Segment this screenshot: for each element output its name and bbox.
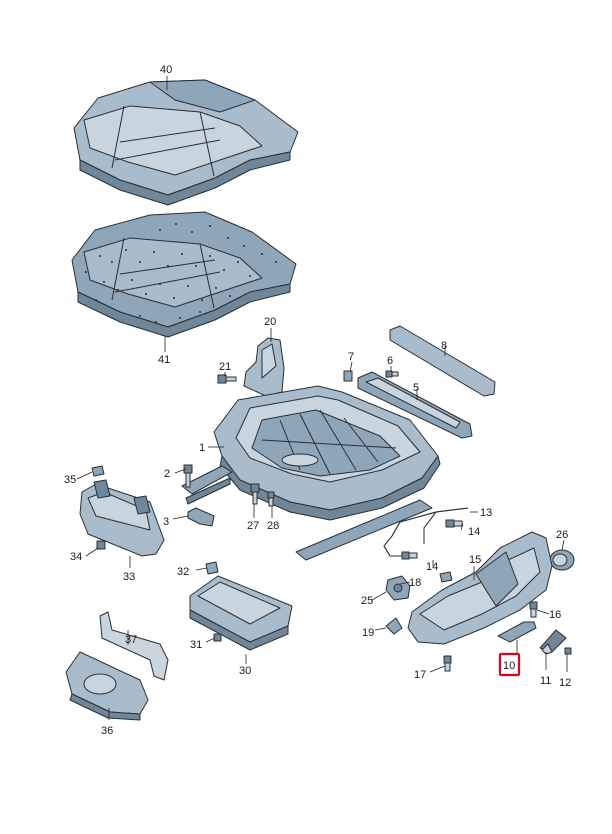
screw-part-12[interactable] [564, 647, 572, 655]
clip-part-18[interactable] [439, 571, 453, 583]
plate-part-37[interactable] [99, 611, 169, 681]
screw-part-6[interactable] [385, 370, 399, 378]
rail-trim-part-8[interactable] [389, 325, 496, 397]
knob-part-11[interactable] [539, 629, 567, 655]
label-16: 16 [549, 609, 561, 621]
bolt-part-2[interactable] [183, 464, 193, 488]
screw-part-31[interactable] [213, 633, 222, 642]
label-25: 25 [361, 595, 373, 607]
side-rail-part-5[interactable] [357, 371, 473, 439]
cap-part-3[interactable] [187, 507, 215, 527]
label-41: 41 [158, 354, 170, 366]
seat-frame-part[interactable] [181, 385, 441, 561]
bolt-part-21[interactable] [217, 374, 237, 384]
seat-cushion-part[interactable] [71, 211, 297, 338]
bolt-part-16[interactable] [529, 601, 538, 618]
screw-part-28[interactable] [267, 491, 275, 507]
label-15: 15 [469, 554, 481, 566]
label-18: 18 [409, 577, 421, 589]
cable-part-13[interactable] [383, 507, 469, 557]
foam-texture-dots [85, 223, 277, 323]
lever-part-10[interactable] [497, 621, 537, 643]
label-14a: 14 [468, 526, 480, 538]
label-11: 11 [540, 675, 551, 687]
label-30: 30 [239, 665, 251, 677]
label-27: 27 [247, 520, 259, 532]
label-26: 26 [556, 529, 568, 541]
label-17: 17 [414, 669, 426, 681]
part-number-labels: 40 41 20 21 7 6 8 5 1 2 35 3 27 28 34 33… [64, 64, 571, 737]
clip-part-19[interactable] [385, 617, 403, 635]
motor-part-25[interactable] [385, 575, 411, 601]
side-panel-part-15[interactable] [407, 531, 553, 645]
clip-part-7[interactable] [343, 370, 353, 382]
knob-part-26[interactable] [549, 549, 575, 571]
label-20: 20 [264, 316, 276, 328]
leader-lines [76, 76, 568, 720]
label-12: 12 [559, 677, 571, 689]
module-part-30[interactable] [189, 575, 293, 651]
bolt-part-17[interactable] [443, 655, 452, 672]
label-14b: 14 [426, 561, 438, 573]
clip-part-35[interactable] [91, 465, 105, 477]
bracket-part-20[interactable] [243, 337, 285, 397]
label-35: 35 [64, 474, 76, 486]
label-5: 5 [413, 382, 419, 394]
screw-part-14a[interactable] [445, 519, 463, 528]
label-32: 32 [177, 566, 189, 578]
screw-part-14b[interactable] [401, 551, 418, 560]
label-6: 6 [387, 355, 393, 367]
label-37: 37 [125, 634, 137, 646]
label-3: 3 [163, 516, 169, 528]
label-36: 36 [101, 725, 113, 737]
label-2: 2 [164, 468, 170, 480]
label-21: 21 [219, 361, 231, 373]
label-13: 13 [480, 507, 492, 519]
label-40: 40 [160, 64, 172, 76]
seat-cover-part[interactable] [73, 79, 299, 206]
label-1: 1 [199, 442, 205, 454]
trim-cover-part-33[interactable] [79, 479, 165, 557]
label-7: 7 [348, 351, 354, 363]
screw-part-34[interactable] [96, 540, 106, 550]
label-34: 34 [70, 551, 82, 563]
clip-part-32[interactable] [205, 561, 219, 575]
selected-part-highlight [498, 652, 521, 677]
label-33: 33 [123, 571, 135, 583]
label-28: 28 [267, 520, 279, 532]
housing-part-36[interactable] [65, 651, 149, 721]
screw-part-27[interactable] [250, 483, 260, 505]
label-31: 31 [190, 639, 202, 651]
label-19: 19 [362, 627, 374, 639]
label-10: 10 [503, 660, 515, 672]
label-8: 8 [441, 340, 447, 352]
